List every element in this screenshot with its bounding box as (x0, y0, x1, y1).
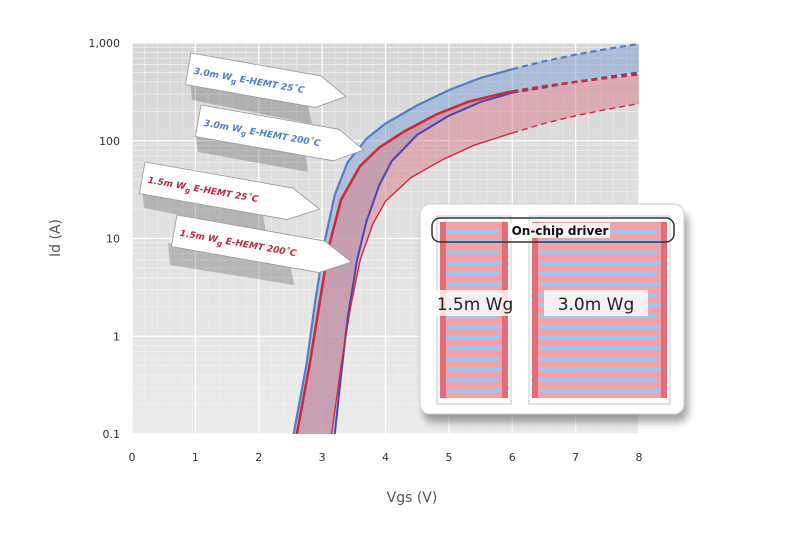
band-1-5m (296, 74, 639, 434)
x-tick-label: 8 (636, 451, 643, 464)
chip-finger (447, 346, 505, 351)
chip-finger (539, 282, 664, 287)
chip-finger (539, 346, 664, 351)
callouts: 3.0m Wg E-HEMT 25˚C 3.0m Wg E-HEMT 200˚C… (138, 52, 365, 273)
x-tick-label: 5 (445, 451, 452, 464)
chip-finger (539, 324, 664, 329)
chip-finger (533, 250, 658, 255)
chip-bus (661, 222, 667, 398)
chip-finger (533, 377, 658, 382)
x-axis-title: Vgs (V) (387, 490, 438, 506)
chip-finger (441, 271, 499, 276)
chip-finger (533, 335, 658, 340)
x-tick-label: 0 (129, 451, 136, 464)
label-1-5m-wg: 1.5m Wg (437, 295, 514, 315)
y-tick-label: 100 (99, 135, 120, 148)
y-axis-title: Id (A) (48, 219, 64, 257)
x-tick-labels: 0 1 2 3 4 5 6 7 8 (129, 451, 643, 464)
chip-bus (532, 222, 538, 398)
chip-finger (539, 261, 664, 266)
x-tick-label: 7 (572, 451, 579, 464)
chip-finger (447, 282, 505, 287)
chip-finger (441, 250, 499, 255)
band-fills (293, 43, 639, 434)
series-line-dashed (512, 72, 639, 93)
x-tick-label: 4 (382, 451, 389, 464)
driver-highlight (431, 217, 675, 243)
series-line (330, 132, 513, 434)
label-3-0m-wg: 3.0m Wg (558, 295, 635, 315)
x-tick-label: 3 (319, 451, 326, 464)
chip-finger (441, 314, 499, 319)
series-line (295, 90, 513, 434)
chip-finger (533, 314, 658, 319)
chip-finger (447, 388, 505, 393)
band-3-0m (293, 43, 639, 434)
y-tick-label: 1,000 (89, 37, 121, 50)
y-tick-label: 10 (106, 233, 120, 246)
chip-finger (533, 356, 658, 361)
chip-finger (539, 388, 664, 393)
chip-finger (447, 261, 505, 266)
x-tick-label: 6 (509, 451, 516, 464)
chip-finger (441, 335, 499, 340)
callout-1-5m-200c: 1.5m Wg E-HEMT 200˚C (170, 214, 353, 273)
chip-finger (539, 367, 664, 372)
callout-3m-200c: 3.0m Wg E-HEMT 200˚C (194, 104, 365, 162)
driver-label: On-chip driver (512, 224, 609, 238)
x-tick-label: 2 (255, 451, 262, 464)
chip-finger (447, 367, 505, 372)
chip-finger (441, 356, 499, 361)
y-tick-labels: 0.1 1 10 100 1,000 (89, 37, 121, 441)
chip-inset: On-chip driver 1.5m Wg 3.0m Wg (419, 203, 685, 415)
callout-1-5m-25c: 1.5m Wg E-HEMT 25˚C (138, 161, 321, 220)
series-line-dashed (512, 43, 639, 71)
chip-finger (441, 377, 499, 382)
y-tick-label: 1 (113, 330, 120, 343)
chip-finger (447, 324, 505, 329)
series-line-dashed (512, 102, 639, 134)
chip-finger (533, 271, 658, 276)
y-tick-label: 0.1 (103, 428, 121, 441)
callout-3m-25c: 3.0m Wg E-HEMT 25˚C (184, 52, 347, 108)
chip-finger (441, 229, 499, 234)
x-tick-label: 1 (192, 451, 199, 464)
